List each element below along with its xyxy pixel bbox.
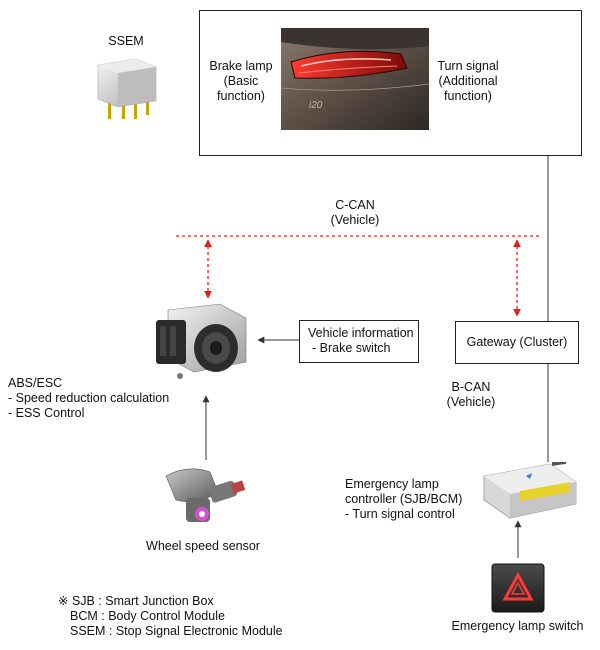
- vehicle-information-box: Vehicle information - Brake switch: [299, 320, 419, 363]
- emergency-lamp-controller-label: Emergency lamp controller (SJB/BCM) - Tu…: [345, 477, 463, 521]
- brake-lamp-label: Brake lamp (Basic function): [209, 59, 273, 103]
- abbreviation-legend: ※ SJB : Smart Junction Box BCM : Body Co…: [58, 594, 358, 639]
- gateway-cluster-box: Gateway (Cluster): [455, 321, 579, 364]
- legend-bcm: BCM : Body Control Module: [70, 609, 225, 623]
- ssem-relay-icon: [97, 58, 157, 119]
- abs-esc-module-image: [156, 303, 247, 379]
- emergency-lamp-controller-image: [483, 462, 577, 519]
- legend-ssem: SSEM : Stop Signal Electronic Module: [70, 624, 283, 638]
- abs-esc-label: ABS/ESC - Speed reduction calculation - …: [8, 376, 170, 420]
- legend-sjb: ※ SJB : Smart Junction Box: [58, 594, 214, 608]
- ssem-label: SSEM: [108, 34, 144, 48]
- turn-signal-label: Turn signal (Additional function): [437, 59, 499, 103]
- rear-lamp-image: i20: [281, 28, 429, 130]
- wheel-speed-sensor-image: [165, 468, 246, 522]
- c-can-label: C-CAN (Vehicle): [330, 198, 380, 227]
- emergency-lamp-switch-image: [491, 563, 545, 613]
- wheel-speed-sensor-label: Wheel speed sensor: [146, 539, 260, 553]
- emergency-lamp-switch-label: Emergency lamp switch: [451, 619, 584, 633]
- car-badge: i20: [309, 100, 323, 111]
- b-can-label: B-CAN (Vehicle): [446, 380, 496, 409]
